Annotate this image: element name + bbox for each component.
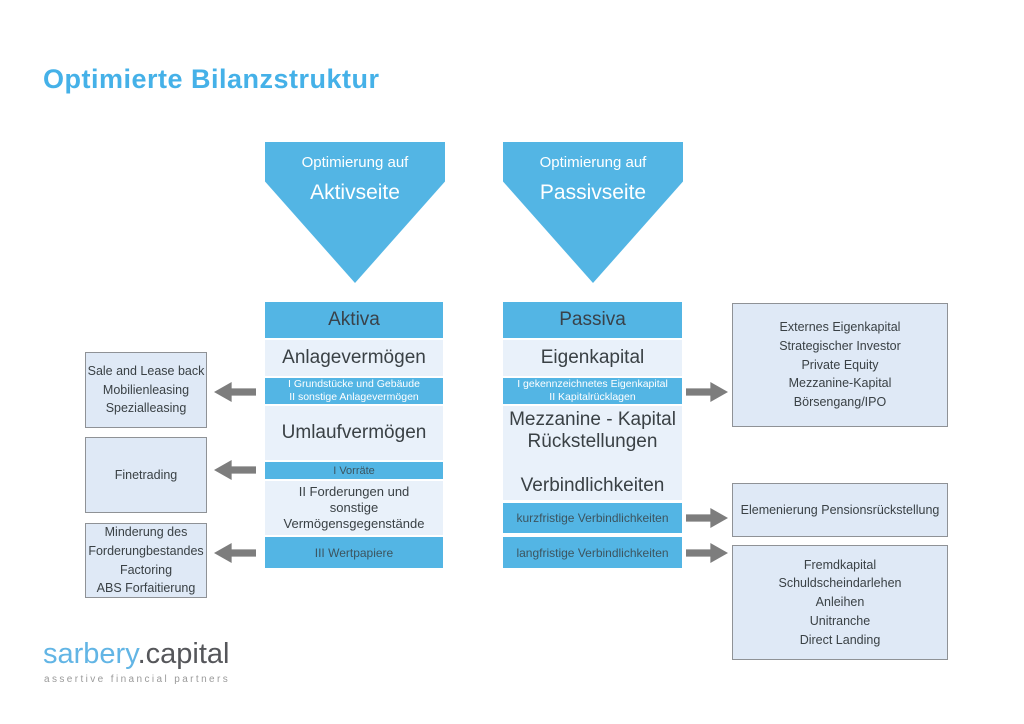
page-title: Optimierte Bilanzstruktur [43,64,380,94]
right-box-externes-eigenkapital: Externes Eigenkapital Strategischer Inve… [732,303,948,427]
passiva-row-eigenkapital: Eigenkapital [503,340,682,376]
logo-name-primary: sarbery [43,638,138,670]
aktiva-row-wertpapiere: III Wertpapiere [265,537,443,568]
arrow-left-icon [214,543,256,563]
arrow-left-icon [214,460,256,480]
arrow-right-icon [686,382,728,402]
right-box-fremdkapital: Fremdkapital Schuldscheindarlehen Anleih… [732,545,948,660]
passiva-row-mezzanine-block: Mezzanine - Kapital Rückstellungen Verbi… [503,406,682,500]
pennant-passivseite: Optimierung auf Passivseite [503,142,683,283]
arrow-right-icon [686,508,728,528]
aktiva-row-forderungen: II Forderungen und sonstige Vermögensgeg… [265,481,443,535]
passiva-row-kurzfristig: kurzfristige Verbindlichkeiten [503,503,682,533]
aktiva-row-anlagevermoegen: Anlagevermögen [265,340,443,376]
passiva-row-gekennzeichnetes: I gekennzeichnetes Eigenkapital II Kapit… [503,378,682,404]
logo: sarbery.capital [43,638,229,671]
aktiva-row-grundstuecke: I Grundstücke und Gebäude II sonstige An… [265,378,443,404]
logo-tagline: assertive financial partners [44,674,231,685]
arrow-right-icon [686,543,728,563]
pennant-aktivseite: Optimierung auf Aktivseite [265,142,445,283]
pennant-passivseite-line2: Passivseite [539,181,647,204]
arrow-left-icon [214,382,256,402]
aktiva-row-vorraete: I Vorräte [265,462,443,479]
right-box-pensionsrueckstellung: Elemenierung Pensionsrückstellung [732,483,948,537]
passiva-row-langfristig: langfristige Verbindlichkeiten [503,537,682,568]
logo-name-secondary: .capital [137,638,230,670]
pennant-passivseite-line1: Optimierung auf [539,154,647,171]
aktiva-row-umlaufvermoegen: Umlaufvermögen [265,406,443,460]
left-box-finetrading: Finetrading [85,437,207,513]
passiva-header: Passiva [503,302,682,338]
aktiva-header: Aktiva [265,302,443,338]
pennant-aktivseite-line1: Optimierung auf [301,154,409,171]
pennant-aktivseite-line2: Aktivseite [310,181,400,204]
left-box-leasing: Sale and Lease back Mobilienleasing Spez… [85,352,207,428]
left-box-factoring: Minderung des Forderungbestandes Factori… [85,523,207,598]
